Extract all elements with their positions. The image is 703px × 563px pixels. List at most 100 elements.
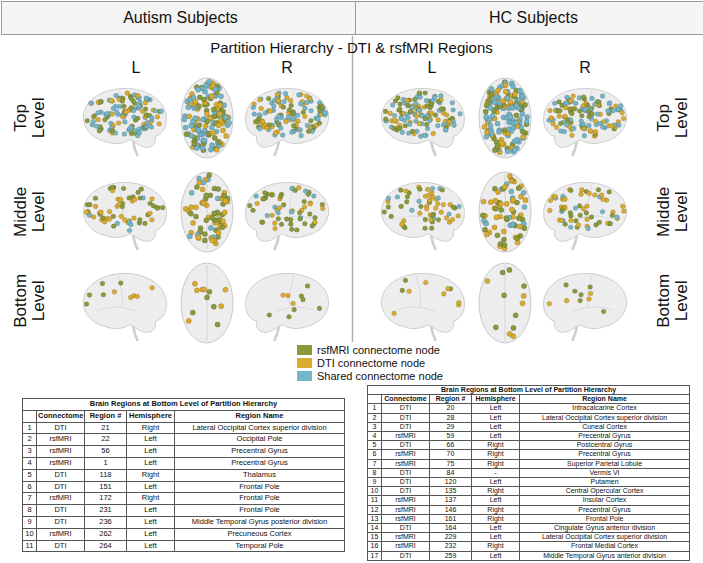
node-dot (121, 114, 126, 119)
node-dot (584, 211, 589, 216)
node-dot (607, 101, 612, 106)
table-cell: 231 (85, 505, 127, 517)
node-dot (251, 208, 256, 213)
node-dot (488, 200, 493, 205)
table-cell: Left (127, 446, 175, 458)
node-dot (207, 79, 212, 84)
node-dot (307, 212, 312, 217)
node-dot (510, 222, 515, 227)
node-dot (287, 314, 292, 319)
node-dot (119, 214, 124, 219)
table-cell: DTI (382, 487, 430, 496)
brain-outline (181, 78, 233, 158)
node-dot (484, 221, 489, 226)
node-dot (403, 278, 408, 283)
node-dot (553, 194, 558, 199)
node-dot (247, 203, 252, 208)
node-dot (495, 233, 500, 238)
table-row: 2rsfMRI22LeftOccipital Pole (23, 434, 345, 446)
table-cell: DTI (382, 413, 430, 422)
table-row: 3DTI29LeftCuneal Cortex (368, 422, 690, 431)
node-dot (220, 128, 225, 133)
sulcus (118, 276, 122, 307)
node-dot (564, 283, 569, 288)
node-dot (397, 107, 402, 112)
node-dot (416, 107, 421, 112)
node-dot (273, 131, 278, 136)
node-dot (405, 98, 410, 103)
node-dot (570, 133, 575, 138)
node-dot (121, 186, 126, 191)
node-dot (131, 99, 136, 104)
node-dot (265, 213, 270, 218)
table-cell: Superior Parietal Lobule (520, 459, 690, 468)
brain-stem (431, 327, 436, 341)
node-dot (600, 94, 605, 99)
table-cell: Brain Regions at Bottom Level of Partiti… (23, 399, 345, 411)
node-dot (590, 96, 595, 101)
table-cell: Region Name (520, 395, 690, 404)
node-dot (217, 111, 222, 116)
node-dot (427, 118, 432, 123)
node-dot (192, 281, 197, 286)
node-dot (417, 199, 422, 204)
node-dot (127, 228, 132, 233)
table-cell: Left (127, 528, 175, 540)
node-dot (398, 102, 403, 107)
node-dot (614, 215, 619, 220)
node-dot (193, 116, 198, 121)
table-row: 12rsfMRI146RightPrecentral Gyrus (368, 505, 690, 514)
node-dot (554, 125, 559, 130)
node-dot (512, 91, 517, 96)
node-dot (85, 118, 90, 123)
node-dot (425, 126, 430, 131)
node-dot (289, 227, 294, 232)
table-cell: 20 (430, 404, 472, 413)
node-dot (143, 125, 148, 130)
node-dot (189, 190, 194, 195)
node-dot (547, 301, 552, 306)
table-cell: 6 (23, 481, 37, 493)
table-cell: Lateral Occipital Cortex superior divisi… (520, 533, 690, 542)
node-dot (120, 204, 125, 209)
table-cell: rsfMRI (382, 432, 430, 441)
table-row: 3rsfMRI56LeftPrecentral Gyrus (23, 446, 345, 458)
node-dot (252, 112, 257, 117)
node-dot (568, 210, 573, 215)
node-dot (251, 105, 256, 110)
node-dot (202, 97, 207, 102)
node-dot (502, 242, 507, 247)
node-dot (502, 184, 507, 189)
node-dot (439, 107, 444, 112)
node-dot (101, 216, 106, 221)
node-dot (447, 220, 452, 225)
node-dot (220, 219, 225, 224)
node-dot (129, 105, 134, 110)
node-dot (579, 292, 584, 297)
table-cell: Precentral Gyrus (175, 457, 345, 469)
node-dot (495, 121, 500, 126)
legend-swatch (297, 358, 312, 368)
brain-outline (246, 182, 329, 241)
table-cell: Precentral Gyrus (175, 446, 345, 458)
node-dot (607, 101, 612, 106)
node-dot (499, 207, 504, 212)
table-cell: Left (127, 540, 175, 552)
node-dot (297, 210, 302, 215)
table-row: 1DTI21RightLateral Occipital Cortex supe… (23, 422, 345, 434)
table-cell: Left (472, 524, 520, 533)
node-dot (386, 196, 391, 201)
node-dot (267, 313, 272, 318)
node-dot (316, 117, 321, 122)
node-dot (485, 279, 490, 284)
node-dot (255, 201, 260, 206)
node-dot (302, 221, 307, 226)
table-cell: 146 (430, 505, 472, 514)
node-dot (257, 113, 262, 118)
table-row: Brain Regions at Bottom Level of Partiti… (23, 399, 345, 411)
table-cell: Left (472, 432, 520, 441)
node-dot (585, 217, 590, 222)
node-dot (595, 112, 600, 117)
node-dot (202, 287, 207, 292)
node-dot (423, 226, 428, 231)
